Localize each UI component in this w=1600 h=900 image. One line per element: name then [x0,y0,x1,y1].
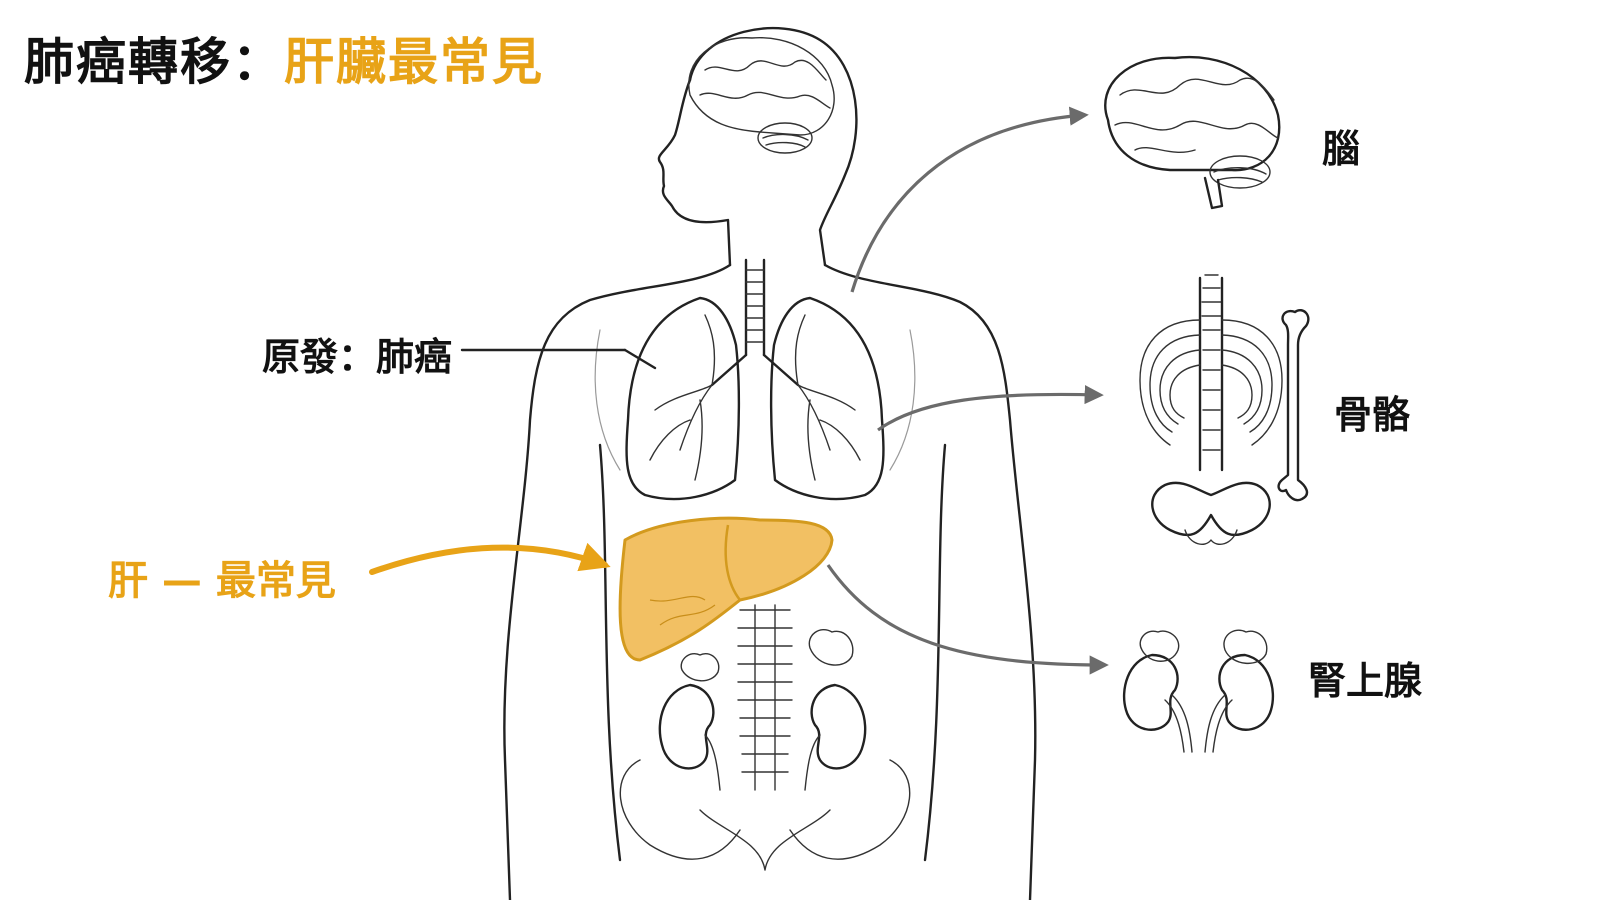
title-highlight: 肝臟最常見 [284,33,544,91]
pelvis [619,759,911,871]
lungs [594,258,916,501]
arrow-to-adrenal [826,564,1109,675]
spine [737,604,793,791]
title-main: 肺癌轉移： [24,33,284,91]
label-adrenal: 腎上腺 [1308,659,1423,703]
liver [618,516,834,662]
femur-illustration [1277,309,1310,502]
head-brain [688,37,835,154]
skeleton-illustration [1139,274,1283,546]
arrow-to-brain [850,106,1089,293]
label-brain: 腦 [1322,127,1361,171]
primary-connector-tip [623,348,657,370]
liver-arrow [369,542,611,575]
label-primary-lung-cancer: 原發：肺癌 [262,335,453,379]
page-title: 肺癌轉移：肝臟最常見 [24,22,544,94]
label-liver-most-common: 肝 — 最常見 [108,558,336,604]
brain-illustration [1104,55,1281,210]
label-bone: 骨骼 [1334,393,1411,437]
arrow-to-bone [877,384,1104,432]
kidneys [658,629,867,791]
body-outline [503,27,1037,900]
adrenal-illustration [1122,629,1275,753]
